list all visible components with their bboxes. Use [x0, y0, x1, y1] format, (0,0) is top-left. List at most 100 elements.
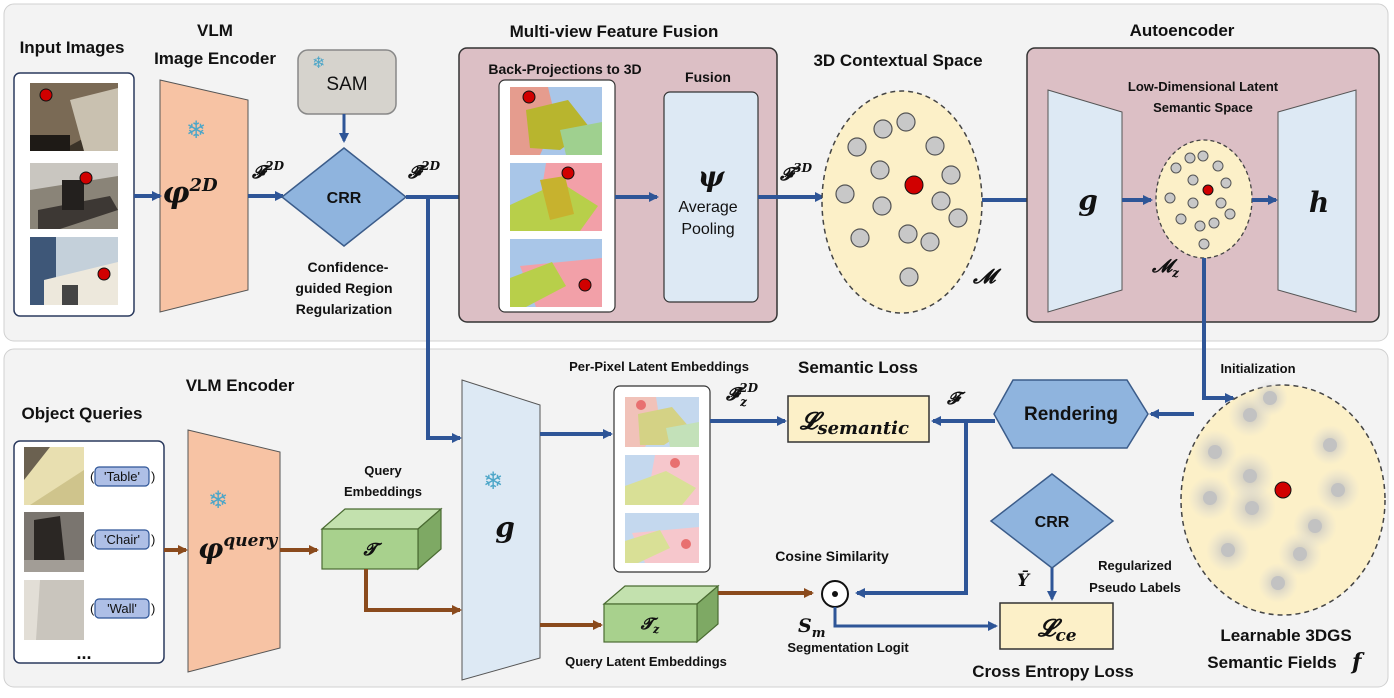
backproj-map-2 — [510, 163, 602, 231]
query-tag-wall — [94, 598, 150, 619]
ce-loss-title: Cross Entropy Loss — [972, 662, 1134, 681]
arrow-cosine-to-lce — [833, 607, 998, 631]
regularized-label-1: Regularized — [1098, 558, 1172, 573]
seg-logit-label: Segmentation Logit — [787, 640, 909, 655]
latent-query-point — [1202, 184, 1214, 196]
rendering-hexagon — [993, 379, 1149, 449]
cosine-odot-dot — [832, 591, 838, 597]
arrow-crr-down-to-g — [426, 197, 462, 443]
contextual-space-title: 3D Contextual Space — [813, 51, 982, 70]
lce-symbol: 𝓛ce — [1037, 613, 1077, 646]
autoencoder-title: Autoencoder — [1130, 21, 1235, 40]
g-symbol-bottom: g — [495, 511, 515, 544]
query-embeddings-block — [320, 507, 443, 571]
query-encoder-snowflake-icon: ❄ — [208, 487, 228, 514]
contextual-query-point — [904, 175, 924, 195]
vlm-label: VLM — [197, 21, 233, 40]
query-paren-table-close: ) — [151, 469, 155, 484]
per-pixel-title: Per-Pixel Latent Embeddings — [569, 359, 749, 374]
semantic-field-gaussians — [1188, 380, 1360, 603]
ybar-symbol: Ȳ — [1017, 570, 1031, 591]
crr-label-top: CRR — [327, 190, 362, 207]
semantic-loss-title: Semantic Loss — [798, 358, 918, 377]
input-image-2 — [30, 163, 118, 229]
backproj-title: Back-Projections to 3D — [488, 61, 641, 77]
query-paren-table: ( — [90, 469, 95, 484]
sam-label: SAM — [326, 74, 367, 95]
sm-symbol: Sm — [798, 615, 826, 641]
input-images-title: Input Images — [20, 38, 125, 57]
pooling-label: Pooling — [681, 221, 734, 238]
psi-symbol: ψ — [698, 160, 726, 193]
query-latent-label: Query Latent Embeddings — [565, 654, 727, 669]
latent-points — [1164, 150, 1236, 250]
query-encoder-trapezoid — [187, 429, 281, 673]
phi-query-symbol: φquery — [198, 531, 278, 565]
latent-label-line1: Low-Dimensional Latent — [1128, 79, 1279, 94]
g-symbol-top: g — [1078, 184, 1098, 217]
query-text-wall: 'Wall' — [107, 601, 137, 616]
multiview-title: Multi-view Feature Fusion — [510, 22, 719, 41]
decoder-h-trapezoid — [1277, 89, 1357, 313]
per-pixel-map-2 — [625, 455, 699, 505]
lsem-symbol: 𝓛semantic — [799, 406, 909, 439]
query-paren-chair: ( — [90, 532, 95, 547]
arrow-query-emb-to-g — [364, 569, 462, 615]
frozen-snowflake-icon: ❄ — [186, 117, 206, 144]
contextual-points — [835, 112, 968, 287]
image-encoder-label: Image Encoder — [154, 49, 276, 68]
mz-symbol: 𝓜z — [1151, 256, 1180, 280]
input-image-1 — [30, 83, 118, 151]
query-ellipsis: ... — [76, 643, 91, 663]
phi-2d-symbol: φ2D — [162, 175, 218, 211]
semantic-loss-box — [787, 395, 930, 443]
query-text-chair: 'Chair' — [104, 532, 140, 547]
input-image-3 — [30, 237, 118, 305]
arrow-render-to-cosine — [855, 421, 968, 598]
query-emb-label-2: Embeddings — [344, 484, 422, 499]
backproj-map-3 — [510, 239, 602, 307]
query-image-wall — [24, 580, 84, 640]
cosine-label: Cosine Similarity — [775, 548, 889, 564]
g-snowflake-icon: ❄ — [483, 468, 503, 495]
semantic-field-query-point — [1274, 481, 1292, 499]
crr-desc-line1: Confidence- — [308, 259, 389, 275]
rendering-label: Rendering — [1024, 404, 1118, 425]
regularized-label-2: Pseudo Labels — [1089, 580, 1181, 595]
learnable-label-1: Learnable 3DGS — [1220, 626, 1351, 645]
object-queries-title: Object Queries — [22, 404, 143, 423]
learnable-label-2: Semantic Fields — [1207, 653, 1336, 672]
sam-snowflake-icon: ❄ — [312, 55, 325, 72]
fusion-title: Fusion — [685, 69, 731, 85]
query-emb-label-1: Query — [364, 463, 402, 478]
query-paren-wall: ( — [90, 601, 95, 616]
query-text-table: 'Table' — [104, 469, 140, 484]
image-encoder-trapezoid — [159, 79, 249, 313]
query-paren-chair-close: ) — [151, 532, 155, 547]
ce-loss-box — [999, 602, 1114, 650]
vlm-encoder-title: VLM Encoder — [186, 376, 295, 395]
sam-box — [297, 49, 397, 115]
latent-label-line2: Semantic Space — [1153, 100, 1253, 115]
crr-desc-line3: Regularization — [296, 301, 392, 317]
query-tag-table — [94, 466, 150, 487]
crr-label-bottom: CRR — [1035, 514, 1070, 531]
average-label: Average — [678, 199, 737, 216]
arrow-latent-to-field — [1202, 258, 1235, 403]
query-image-chair — [24, 512, 84, 572]
per-pixel-map-1 — [625, 397, 699, 447]
f-field-symbol: f — [1350, 649, 1365, 675]
h-symbol: h — [1309, 186, 1329, 219]
query-latent-block — [602, 584, 720, 644]
latent-encoder-g-trapezoid — [461, 379, 541, 681]
per-pixel-map-3 — [625, 513, 699, 563]
crr-diamond-top — [280, 147, 408, 247]
encoder-g-trapezoid — [1047, 89, 1123, 313]
query-tag-chair — [94, 529, 150, 550]
fusion-box — [663, 91, 759, 303]
crr-desc-line2: guided Region — [295, 280, 392, 296]
backproj-map-1 — [510, 87, 602, 155]
initialization-label: Initialization — [1220, 361, 1295, 376]
